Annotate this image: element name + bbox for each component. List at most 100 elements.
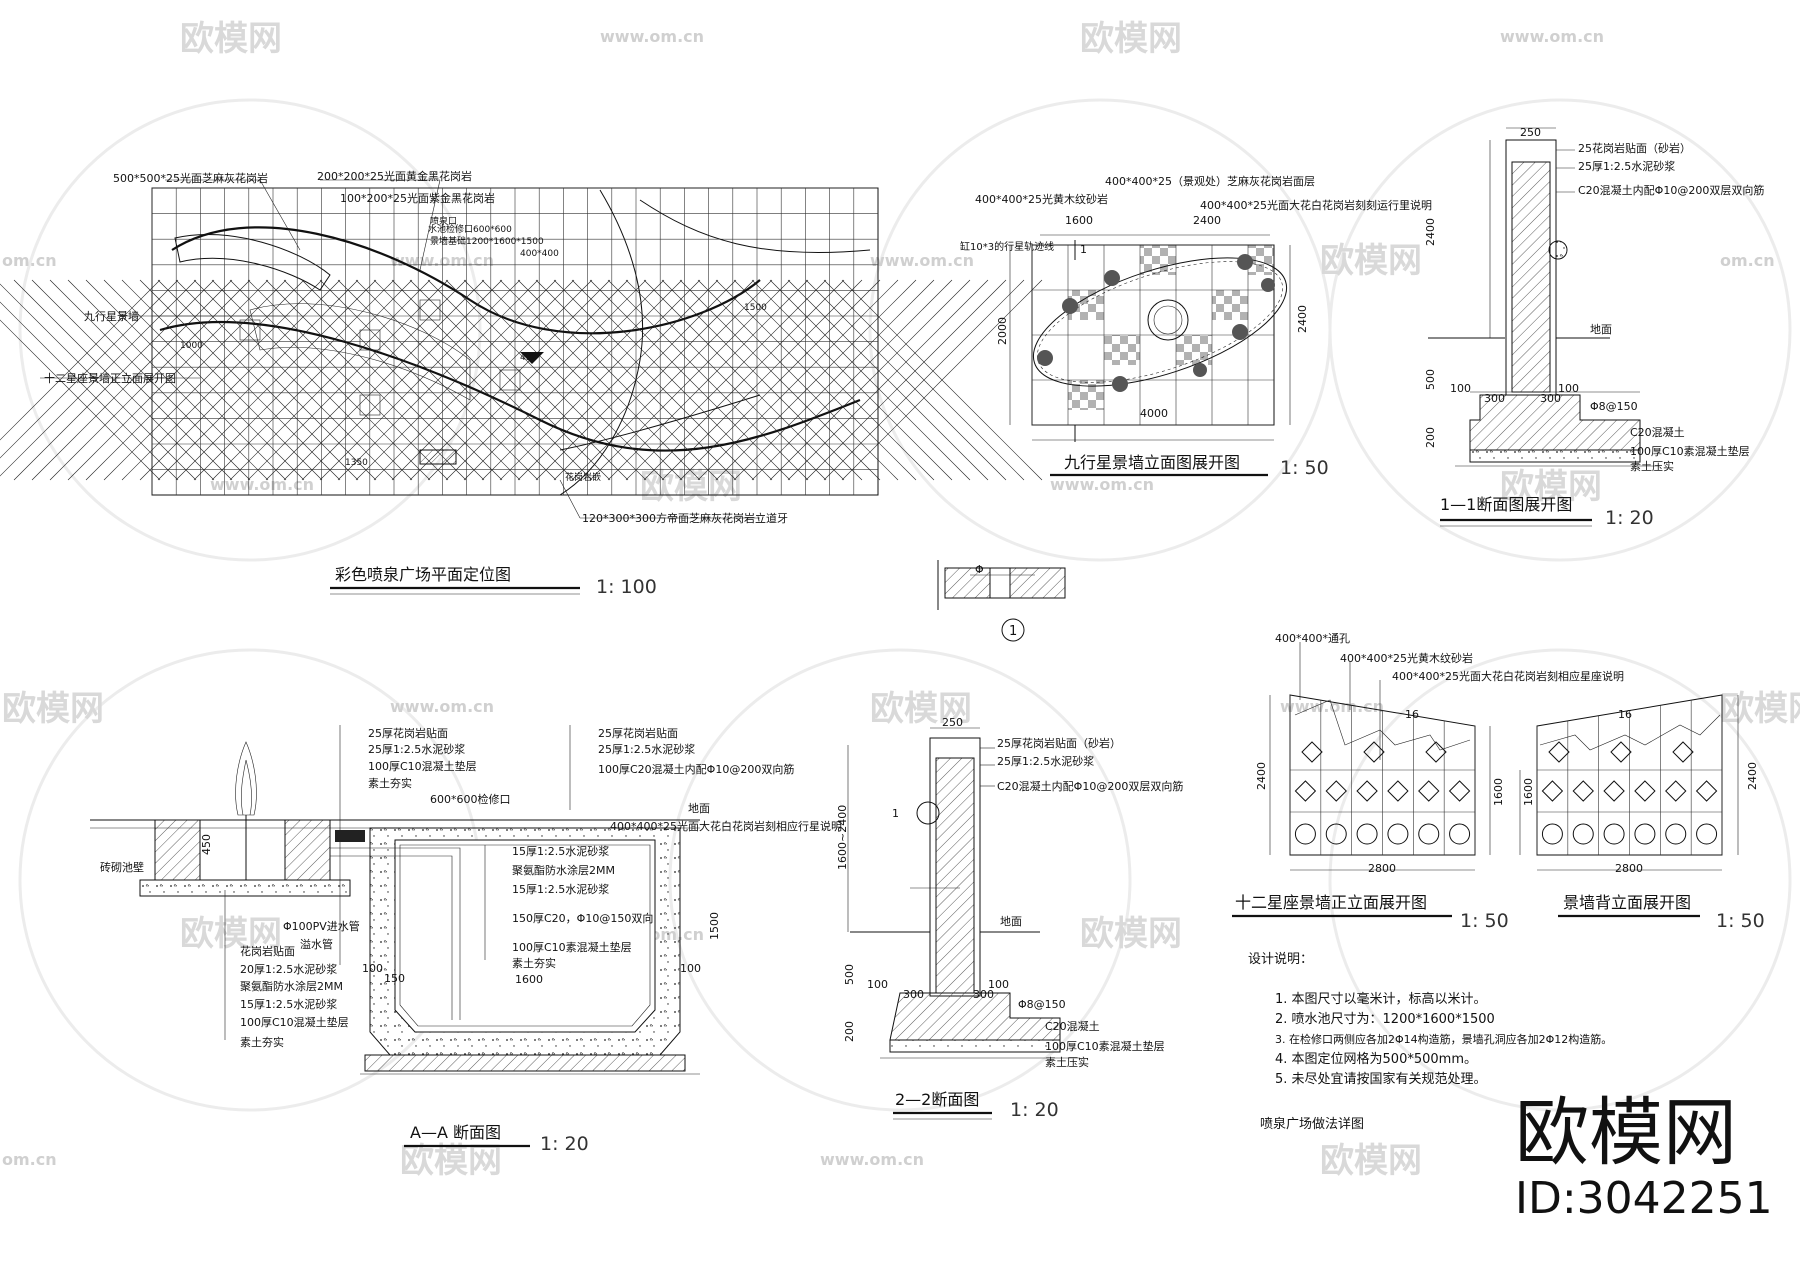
planet-icon bbox=[1104, 270, 1120, 286]
plan-diagonal-line bbox=[373, 279, 575, 481]
plan-diagonal-line bbox=[841, 279, 1043, 481]
plan-diagonal-line bbox=[625, 279, 827, 481]
leader-line bbox=[559, 479, 581, 519]
watermark-url: om.cn bbox=[1720, 251, 1775, 270]
watermark-url: www.om.cn bbox=[1050, 475, 1154, 494]
wall-tile bbox=[1140, 245, 1176, 275]
watermark-brand: 欧模网 bbox=[1720, 689, 1800, 729]
planet-markers bbox=[1037, 254, 1275, 392]
aa-scale: 1: 20 bbox=[540, 1133, 589, 1155]
plan-label: 100*200*25光面紫金黑花岗岩 bbox=[340, 191, 495, 205]
diamond-icon bbox=[1572, 780, 1594, 802]
section-mark-circle bbox=[916, 801, 940, 825]
wall-dimension: 4000 bbox=[1140, 407, 1168, 420]
section-dimension: 1600~2400 bbox=[836, 805, 849, 870]
detail-1: Φ 1 bbox=[937, 560, 1066, 642]
zodiac-dimension: 2400 bbox=[1746, 762, 1759, 790]
note-item: 5. 未尽处宜请按国家有关规范处理。 bbox=[1275, 1071, 1487, 1087]
wall-dimension: 2400 bbox=[1296, 305, 1309, 333]
plan-label: 4.5 bbox=[520, 353, 534, 363]
zodiac-dimension: 2800 bbox=[1615, 862, 1643, 875]
watermark-brand: 欧模网 bbox=[1500, 467, 1602, 507]
circle-hole-icon bbox=[1387, 823, 1409, 845]
section-title: 2—2断面图 bbox=[895, 1090, 979, 1109]
diamond-icon bbox=[1387, 780, 1409, 802]
section-label: Φ8@150 bbox=[1590, 400, 1638, 413]
section-dimension: 100 bbox=[867, 978, 888, 991]
section-label: 素土压实 bbox=[1630, 459, 1674, 473]
watermark-url: om.cn bbox=[2, 1150, 57, 1169]
wall-label: 400*400*25光面大花白花岗岩刻刻运行里说明 bbox=[1200, 198, 1432, 212]
circle-hole-icon bbox=[1294, 823, 1316, 845]
cut-hole-icon bbox=[1548, 240, 1568, 260]
plan-diagonal-line bbox=[805, 279, 1007, 481]
planet-icon bbox=[1232, 324, 1248, 340]
aa-dimension: 150 bbox=[384, 972, 405, 985]
plan-diagonal-line bbox=[175, 279, 377, 481]
plan-curve bbox=[559, 189, 644, 496]
section-dimension: 2400 bbox=[1424, 218, 1437, 246]
plan-label: 花岗岩嵌 bbox=[565, 471, 601, 483]
plan-diagonal-line bbox=[301, 279, 503, 481]
wall-section bbox=[1511, 161, 1551, 393]
diamond-icon bbox=[1610, 741, 1632, 763]
zodiac-front-ornaments bbox=[1294, 741, 1471, 845]
plan-diagonal-line bbox=[607, 279, 809, 481]
plan-diagonal-line bbox=[13, 279, 215, 481]
zodiac-dimension: 1600 bbox=[1522, 778, 1535, 806]
circle-hole-icon bbox=[1418, 823, 1440, 845]
plan-diagonal-paving bbox=[0, 279, 1043, 481]
diamond-icon bbox=[1325, 780, 1347, 802]
plan-diagonal-line bbox=[0, 301, 179, 481]
zodiac-back-scale: 1: 50 bbox=[1716, 910, 1765, 932]
pool-base bbox=[364, 1054, 686, 1072]
wall-tile bbox=[1104, 335, 1140, 365]
plan-diagonal-line bbox=[715, 279, 917, 481]
section-dimension: 300 bbox=[903, 988, 924, 1001]
circle-hole-icon bbox=[1572, 823, 1594, 845]
plan-diagonal-line bbox=[553, 279, 755, 481]
diamond-icon bbox=[1294, 780, 1317, 802]
watermark-brand: 欧模网 bbox=[1080, 914, 1182, 954]
plan-diagonal-line bbox=[0, 319, 161, 481]
planet-icon bbox=[1037, 350, 1053, 366]
plan-paving-square bbox=[419, 299, 441, 321]
watermark-url: www.om.cn bbox=[390, 697, 494, 716]
section-label: C20混凝土 bbox=[1045, 1019, 1100, 1033]
plan-curve bbox=[159, 226, 861, 452]
aa-label: 素土夯实 bbox=[512, 956, 556, 970]
plan-diagonal-line bbox=[823, 279, 1025, 481]
aa-label: 聚氨酯防水涂层2MM bbox=[240, 979, 343, 993]
section-label: 地面 bbox=[1000, 915, 1022, 928]
plan-diagonal-line bbox=[355, 279, 557, 481]
aa-title: A—A 断面图 bbox=[410, 1123, 501, 1142]
zodiac-dimension: 1600 bbox=[1492, 778, 1505, 806]
plan-curve bbox=[174, 234, 331, 291]
leader-line bbox=[259, 179, 301, 251]
plan-label: 喷泉口 bbox=[430, 215, 457, 227]
aa-label: 150厚C20，Φ10@150双向 bbox=[512, 911, 653, 925]
section-label: 素土压实 bbox=[1045, 1055, 1089, 1069]
plan-curve bbox=[559, 394, 761, 451]
note-item: 3. 在检修口两侧应各加2Φ14构造筋，景墙孔洞应各加2Φ12构造筋。 bbox=[1275, 1032, 1612, 1046]
section-dimension: 300 bbox=[1540, 392, 1561, 405]
plan-diagonal-line bbox=[67, 279, 269, 481]
circle-hole-icon bbox=[1449, 823, 1471, 845]
zodiac-curve bbox=[1539, 714, 1721, 751]
plan-diagonal-line bbox=[481, 279, 683, 481]
aa-label: Φ100PV进水管 bbox=[283, 919, 360, 933]
section-label: 25厚1:2.5水泥砂浆 bbox=[997, 754, 1094, 768]
aa-dimension: 1500 bbox=[708, 912, 721, 940]
wall-scale: 1: 50 bbox=[1280, 457, 1329, 479]
plan-paving-square bbox=[419, 449, 457, 465]
section-a-a: 25厚花岗岩贴面 25厚1:2.5水泥砂浆 100厚C10混凝土垫层 素土夯实 … bbox=[90, 725, 842, 1155]
section-label: 100厚C10素混凝土垫层 bbox=[1630, 444, 1750, 458]
plan-curve bbox=[249, 303, 471, 401]
wall-label: 400*400*25（景观处）芝麻灰花岗岩面层 bbox=[1105, 174, 1315, 188]
aa-dimension: 450 bbox=[200, 834, 213, 855]
section-title: 1—1断面图展开图 bbox=[1440, 495, 1572, 514]
detail-number: 1 bbox=[1009, 624, 1017, 639]
wall-section bbox=[935, 757, 975, 994]
planet-icon bbox=[1237, 254, 1253, 270]
